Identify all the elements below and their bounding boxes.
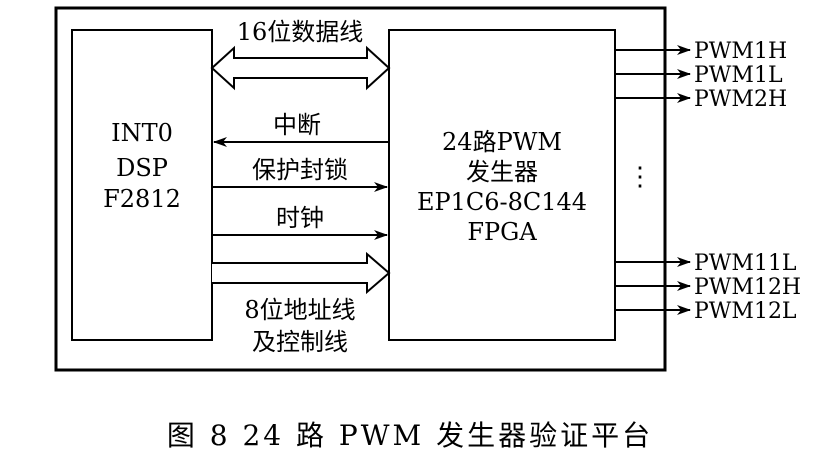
dsp-box	[71, 29, 213, 341]
fpga-line1: 24路PWM	[442, 128, 562, 156]
pwm-label-pwm12h: PWM12H	[694, 275, 801, 300]
fpga-line2: 发生器	[466, 158, 538, 186]
pwm-label-pwm1h: PWM1H	[694, 39, 787, 64]
pwm-label-pwm1l: PWM1L	[694, 63, 783, 88]
protect-lock-label: 保护封锁	[252, 156, 348, 184]
interrupt-label: 中断	[273, 111, 321, 139]
pwm-label-pwm12l: PWM12L	[694, 299, 797, 324]
fpga-line3: EP1C6-8C144	[417, 188, 587, 216]
fpga-line4: FPGA	[467, 218, 537, 246]
addr-ctrl-label-2: 及控制线	[252, 328, 348, 356]
dsp-name: DSP	[116, 154, 168, 182]
fpga-box	[388, 29, 616, 341]
dsp-int0-label: INT0	[111, 119, 173, 147]
outer-frame	[54, 6, 667, 372]
dsp-model: F2812	[103, 185, 181, 213]
fpga-ellipsis: ⋮	[627, 162, 653, 192]
data-bus-label: 16位数据线	[237, 18, 364, 46]
data-bus-arrow	[210, 45, 391, 91]
figure-caption: 图 8 24 路 PWM 发生器验证平台	[167, 419, 653, 452]
addr-ctrl-label-1: 8位地址线	[244, 296, 355, 324]
addr-ctrl-bus-arrow	[212, 251, 391, 295]
pwm-label-pwm11l: PWM11L	[694, 251, 797, 276]
clock-label: 时钟	[276, 204, 324, 232]
pwm-label-pwm2h: PWM2H	[694, 87, 787, 112]
